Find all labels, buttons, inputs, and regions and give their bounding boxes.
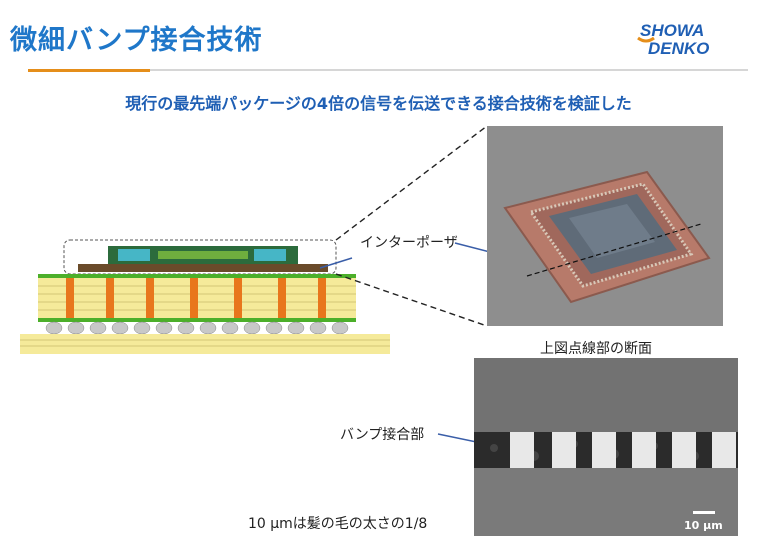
logo-line2: DENKO	[648, 39, 709, 58]
title-divider-accent	[28, 69, 150, 72]
mother-board	[20, 334, 390, 354]
logo-swoosh	[637, 36, 655, 43]
vias	[66, 278, 326, 318]
memory-chip-left	[118, 249, 150, 261]
interposer-layer	[78, 264, 328, 272]
section-line	[526, 223, 702, 277]
title-divider	[28, 69, 748, 71]
logic-chip	[158, 251, 248, 259]
interposer-label: インターポーザ	[360, 235, 458, 251]
scale-bar-label: 10 μm	[684, 519, 723, 532]
solder-balls	[45, 321, 349, 335]
bump-joint-label: バンプ接合部	[340, 427, 425, 443]
scale-bar	[693, 511, 715, 514]
showa-denko-logo: SHOWA DENKO	[637, 21, 709, 58]
interposer-photo	[487, 126, 723, 326]
hair-comparison-note: 10 μmは髪の毛の太さの1/8	[248, 516, 428, 532]
cross-section-caption: 上図点線部の断面	[540, 341, 652, 357]
projection-line-top	[335, 125, 488, 241]
package-cross-section-diagram	[20, 239, 390, 354]
board-top	[38, 274, 356, 278]
subtitle: 現行の最先端パッケージの4倍の信号を伝送できる接合技術を検証した	[125, 94, 632, 113]
page-title: 微細バンプ接合技術	[10, 25, 263, 56]
memory-chip-right	[254, 249, 286, 261]
logo-line1: SHOWA	[640, 21, 704, 40]
bump-cross-section-photo	[474, 358, 738, 536]
board-bottom	[38, 318, 356, 322]
bump-columns	[510, 432, 736, 468]
